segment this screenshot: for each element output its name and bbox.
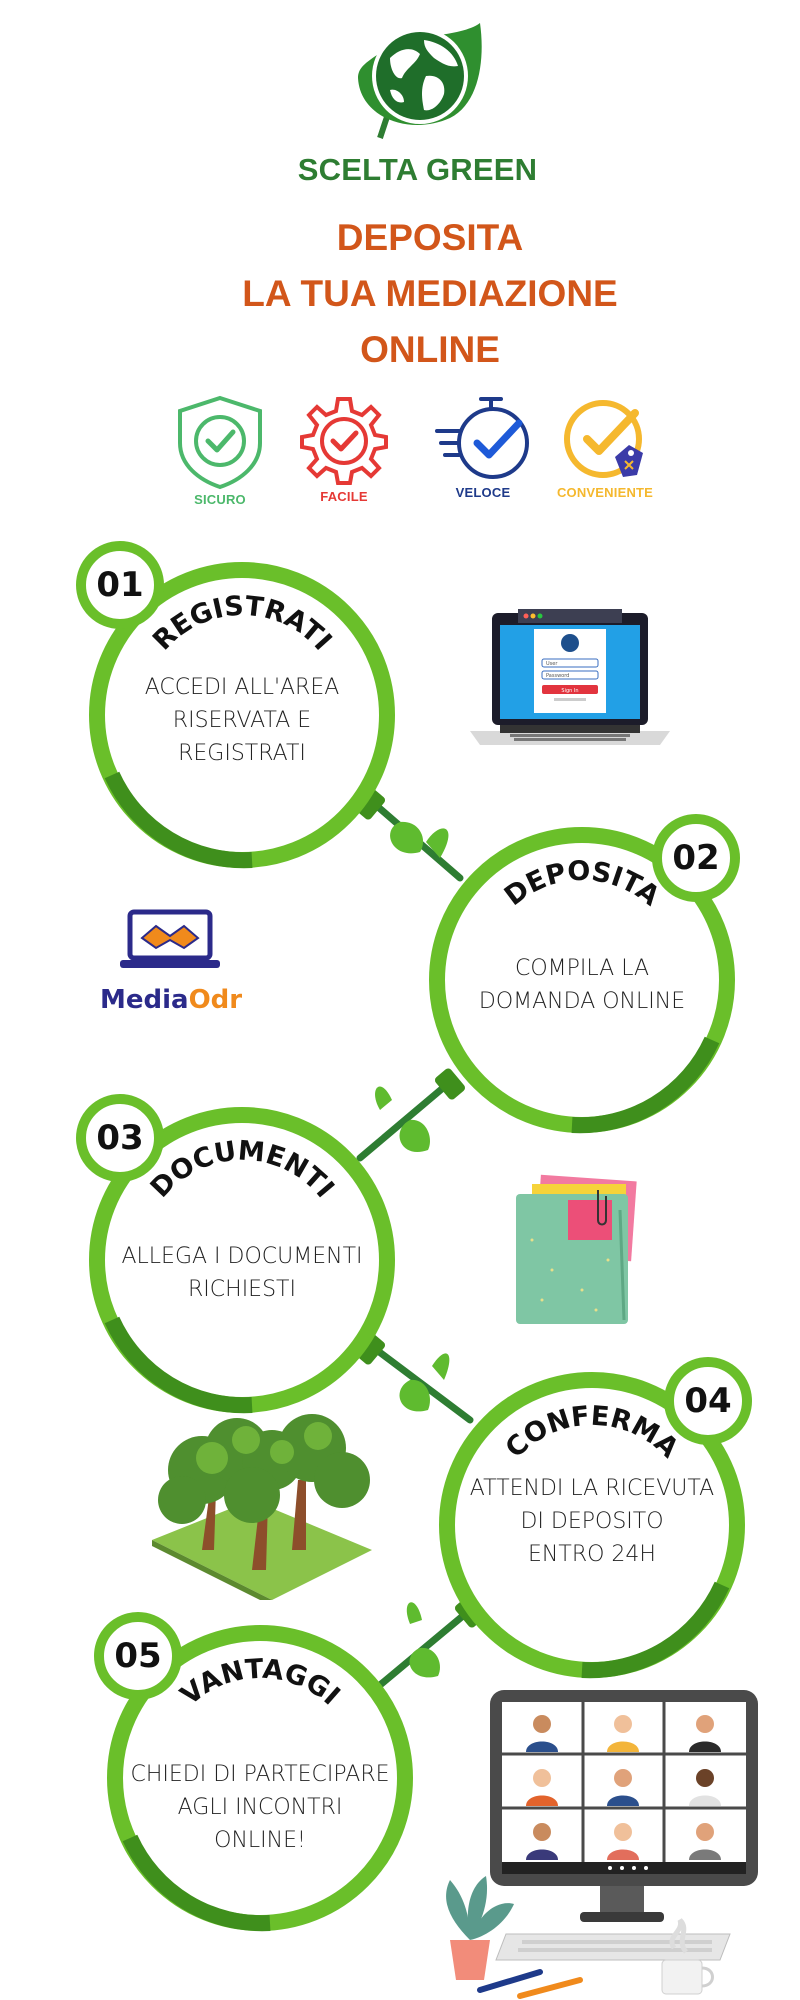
step-number-badge: 01 bbox=[76, 541, 164, 629]
header-kicker: SCELTA GREEN bbox=[297, 152, 538, 187]
header-title-line: DEPOSITA bbox=[336, 217, 524, 258]
step-description: ALLEGA I DOCUMENTI RICHIESTI bbox=[102, 1240, 382, 1306]
step-description-line: ATTENDI LA RICEVUTA bbox=[469, 1476, 715, 1501]
step-number-badge: 05 bbox=[94, 1612, 182, 1700]
step-05: VANTAGGI 05 CHIEDI DI PARTECIPARE AGLI I… bbox=[94, 1612, 420, 1938]
step-ring: DEPOSITA bbox=[429, 827, 735, 1134]
header-title-line: ONLINE bbox=[360, 329, 500, 370]
step-ring: DOCUMENTI bbox=[89, 1107, 395, 1414]
step-04: CONFERMA 04 ATTENDI LA RICEVUTA DI DEPOS… bbox=[432, 1357, 752, 1685]
folder-documents-illustration bbox=[516, 1174, 637, 1324]
login-password-field: Password bbox=[546, 673, 569, 679]
step-number-badge: 02 bbox=[652, 814, 740, 902]
video-conference-illustration bbox=[446, 1690, 758, 1999]
feature-veloce: VELOCE bbox=[423, 395, 543, 500]
step-description-line: AGLI INCONTRI bbox=[177, 1795, 343, 1820]
header-title-line: LA TUA MEDIAZIONE bbox=[242, 273, 618, 314]
step-description: ACCEDI ALL'AREA RISERVATA E REGISTRATI bbox=[102, 671, 382, 770]
logo-part: Odr bbox=[188, 985, 243, 1015]
laptop-login-illustration: User Password Sign In bbox=[470, 609, 670, 745]
gear-check-icon bbox=[300, 397, 388, 485]
step-description: CHIEDI DI PARTECIPARE AGLI INCONTRI ONLI… bbox=[100, 1758, 420, 1857]
step-description-line: ONLINE! bbox=[214, 1828, 306, 1853]
feature-sicuro: SICURO bbox=[160, 395, 280, 507]
step-03: DOCUMENTI 03 ALLEGA I DOCUMENTI RICHIEST… bbox=[76, 1094, 402, 1420]
price-tag-check-icon bbox=[564, 400, 643, 478]
step-description-line: ALLEGA I DOCUMENTI bbox=[121, 1244, 363, 1269]
globe-leaf-logo-icon bbox=[358, 23, 482, 139]
login-sign-in-button: Sign In bbox=[561, 688, 578, 694]
feature-label: SICURO bbox=[194, 492, 246, 507]
header-title: DEPOSITA LA TUA MEDIAZIONE ONLINE bbox=[0, 210, 800, 378]
step-description-line: ENTRO 24H bbox=[528, 1542, 656, 1567]
step-description: COMPILA LA DOMANDA ONLINE bbox=[442, 952, 722, 1018]
step-ring: REGISTRATI bbox=[89, 562, 395, 869]
step-description-line: ACCEDI ALL'AREA bbox=[144, 675, 340, 700]
feature-facile: FACILE bbox=[284, 395, 404, 504]
trees-illustration bbox=[152, 1414, 372, 1600]
step-ring: VANTAGGI bbox=[107, 1625, 413, 1932]
step-description-line: RISERVATA E bbox=[172, 708, 312, 733]
feature-label: CONVENIENTE bbox=[556, 485, 654, 500]
step-number-badge: 04 bbox=[664, 1357, 752, 1445]
step-description-line: CHIEDI DI PARTECIPARE bbox=[130, 1762, 390, 1787]
step-description: ATTENDI LA RICEVUTA DI DEPOSITO ENTRO 24… bbox=[442, 1472, 742, 1571]
step-description-line: COMPILA LA bbox=[514, 956, 650, 981]
feature-label: FACILE bbox=[320, 489, 368, 504]
step-description-line: DI DEPOSITO bbox=[520, 1509, 664, 1534]
step-description-line: RICHIESTI bbox=[188, 1277, 296, 1302]
login-user-field: User bbox=[546, 661, 558, 667]
step-01: REGISTRATI 01 ACCEDI ALL'AREA RISERVATA … bbox=[76, 541, 402, 875]
stopwatch-check-icon bbox=[435, 397, 529, 479]
step-description-line: REGISTRATI bbox=[178, 741, 306, 766]
step-number-badge: 03 bbox=[76, 1094, 164, 1182]
step-02: DEPOSITA 02 COMPILA LA DOMANDA ONLINE bbox=[422, 814, 742, 1140]
step-ring: CONFERMA bbox=[439, 1372, 745, 1679]
feature-conveniente: CONVENIENTE bbox=[540, 395, 670, 500]
mediaodr-logo: MediaOdr bbox=[100, 985, 242, 1015]
mediaodr-laptop-icon bbox=[120, 909, 220, 968]
step-description-line: DOMANDA ONLINE bbox=[478, 989, 686, 1014]
logo-part: Media bbox=[100, 985, 189, 1015]
feature-label: VELOCE bbox=[455, 485, 511, 500]
shield-check-icon bbox=[178, 395, 262, 490]
